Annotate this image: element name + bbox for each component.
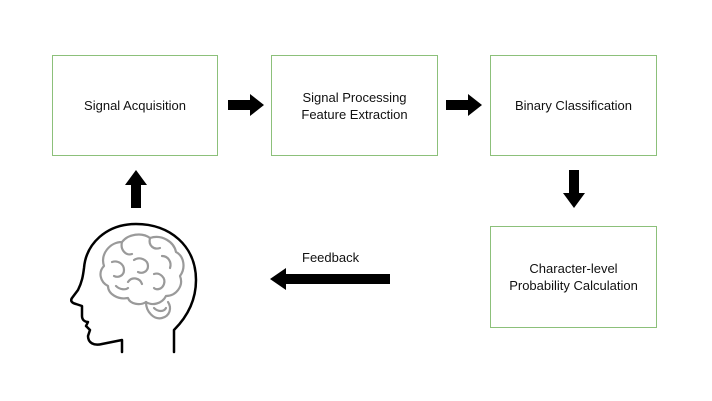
feedback-label: Feedback — [302, 250, 360, 265]
arrow-left-icon — [270, 268, 390, 290]
character-probability-box: Character-level Probability Calculation — [490, 226, 657, 328]
signal-acquisition-label: Signal Acquisition — [84, 98, 186, 113]
character-probability-label-line-1: Character-level — [529, 261, 618, 276]
binary-classification-box: Binary Classification — [490, 55, 657, 156]
arrow-down-icon — [563, 170, 585, 208]
arrow-right-icon — [228, 94, 264, 116]
signal-processing-box: Signal Processing Feature Extraction — [271, 55, 438, 156]
arrow-up-icon — [125, 170, 147, 208]
binary-classification-label: Binary Classification — [514, 98, 633, 113]
signal-processing-label-line-2: Feature Extraction — [301, 106, 408, 122]
character-probability-label-line-2: Probability Calculation — [509, 278, 638, 293]
arrow-right-icon — [446, 94, 482, 116]
head-with-brain-icon — [70, 222, 198, 354]
signal-processing-label-line-1: Signal Processing — [302, 89, 407, 105]
signal-acquisition-box: Signal Acquisition — [52, 55, 218, 156]
